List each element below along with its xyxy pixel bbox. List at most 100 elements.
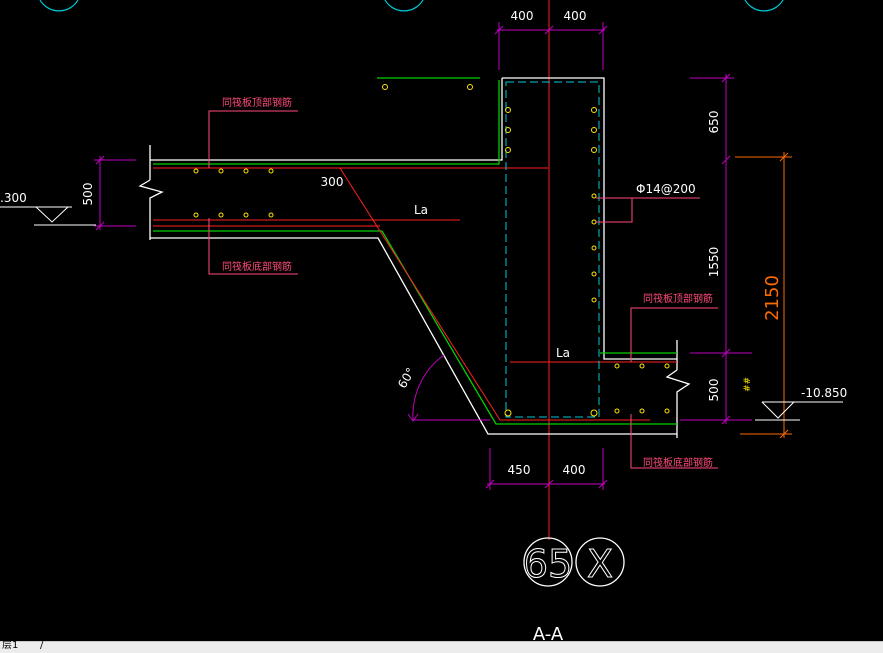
- dim-tick: [721, 155, 731, 165]
- rebar-dot: [664, 408, 670, 414]
- rebar-dot: [243, 212, 249, 218]
- grid-bubble-x[interactable]: [575, 537, 625, 587]
- rebar-dot: [243, 168, 249, 174]
- dim-bottom-left: 450: [508, 463, 531, 477]
- elevation-marker-right: [755, 401, 843, 421]
- grid-bubble-65[interactable]: [523, 537, 573, 587]
- note-bottom-left: 同筏板底部钢筋: [222, 260, 292, 273]
- break-symbol-right: [665, 369, 691, 400]
- wall-hoop-dashed: [505, 81, 600, 418]
- dim-right-top: 650: [707, 111, 721, 134]
- layer-tab[interactable]: 层1: [2, 640, 19, 651]
- dim-tick: [779, 152, 789, 162]
- rebar-dot: [218, 168, 224, 174]
- dim-right-mid: 1550: [707, 247, 721, 278]
- rebar-dot: [505, 147, 511, 153]
- elevation-marker-left: [0, 206, 96, 226]
- slab-top-edge: [150, 78, 503, 161]
- wall-right-edge: [502, 77, 677, 360]
- dim-tick: [95, 155, 105, 165]
- dim-right-low: 500: [707, 379, 721, 402]
- grid-number: 65: [524, 542, 572, 586]
- dim-2150: [735, 152, 792, 439]
- rebar-dot: [467, 84, 473, 90]
- break-symbol-left: [138, 179, 164, 205]
- status-bar: 层1 /: [0, 640, 883, 653]
- dimension-lines: [94, 22, 752, 490]
- top-grid-bubbles: [39, 0, 784, 12]
- red-anchor-bars: [153, 167, 677, 421]
- rebar-dot: [664, 363, 670, 369]
- dim-tick: [598, 25, 608, 35]
- rebar-dot: [591, 127, 597, 133]
- leader-bottom-left: [208, 218, 298, 275]
- rebar-dot: [590, 409, 598, 417]
- rebar-dots: [193, 84, 670, 417]
- angle-arrow: [407, 413, 419, 422]
- rebar-dot: [193, 212, 199, 218]
- grid-letter: X: [587, 542, 613, 586]
- slope-red-bar: [339, 167, 650, 421]
- la-lower-label: La: [556, 346, 570, 360]
- rebar-dot: [591, 297, 597, 303]
- note-top-left: 同筏板顶部钢筋: [222, 96, 292, 109]
- rebar-dot: [193, 168, 199, 174]
- dim-tick: [544, 479, 554, 489]
- elev-right-label: -10.850: [801, 386, 847, 400]
- dim-top-left: 400: [511, 9, 534, 23]
- section-title: A-A: [533, 624, 564, 641]
- rebar-dot: [504, 409, 512, 417]
- grid-bubble-arc: [384, 0, 424, 12]
- dim-tick: [544, 25, 554, 35]
- pit-bottom-edge: [150, 237, 677, 435]
- rebar-dot: [591, 147, 597, 153]
- slab-top-rebar: [153, 80, 500, 165]
- grid-bubbles: [523, 537, 625, 587]
- small-mark: ##: [743, 377, 753, 392]
- rebar-lines: [153, 77, 677, 425]
- dim-tick: [721, 73, 731, 83]
- leader-top-left: [208, 110, 298, 168]
- rebar-dot: [614, 363, 620, 369]
- dim-tick: [95, 221, 105, 231]
- note-bottom-right: 同筏板底部钢筋: [643, 456, 713, 469]
- dim-top-right: 400: [564, 9, 587, 23]
- note-leaders: [208, 110, 718, 469]
- rebar-dot: [591, 271, 597, 277]
- rebar-dot: [639, 408, 645, 414]
- pit-bottom-rebar: [153, 230, 677, 425]
- note-top-right: 同筏板顶部钢筋: [643, 292, 713, 305]
- rebar-dot: [591, 219, 597, 225]
- dim-right-total: 2150: [762, 275, 783, 321]
- grid-bubble-arc: [744, 0, 784, 12]
- dim-tick: [598, 479, 608, 489]
- elev-triangle: [761, 401, 795, 419]
- dim-tick: [779, 429, 789, 439]
- dim-bottom-right: 400: [563, 463, 586, 477]
- angle-label: 60°: [395, 365, 418, 390]
- rebar-dot: [591, 245, 597, 251]
- elev-left-label: .300: [0, 191, 27, 205]
- leader-bottom-right: [630, 414, 718, 469]
- grid-bubble-arc: [39, 0, 79, 12]
- rebar-dot: [591, 193, 597, 199]
- rebar-dot: [614, 408, 620, 414]
- rebar-dot: [382, 84, 388, 90]
- rebar-dot: [505, 107, 511, 113]
- dim-slab-left: 500: [81, 183, 95, 206]
- rebar-spec-label: Φ14@200: [636, 182, 696, 196]
- leader-spec: [596, 197, 633, 223]
- la-upper-label: La: [414, 203, 428, 217]
- rebar-dot: [268, 212, 274, 218]
- rebar-dot: [218, 212, 224, 218]
- rebar-dot: [505, 127, 511, 133]
- rebar-dot: [639, 363, 645, 369]
- dim-tick: [485, 479, 495, 489]
- dim-anchorage: 300: [321, 175, 344, 189]
- leader-top-right: [630, 307, 718, 362]
- angle-arc: [412, 354, 445, 421]
- status-divider: /: [40, 640, 44, 651]
- concrete-outline: [138, 77, 691, 438]
- elev-triangle: [35, 206, 69, 223]
